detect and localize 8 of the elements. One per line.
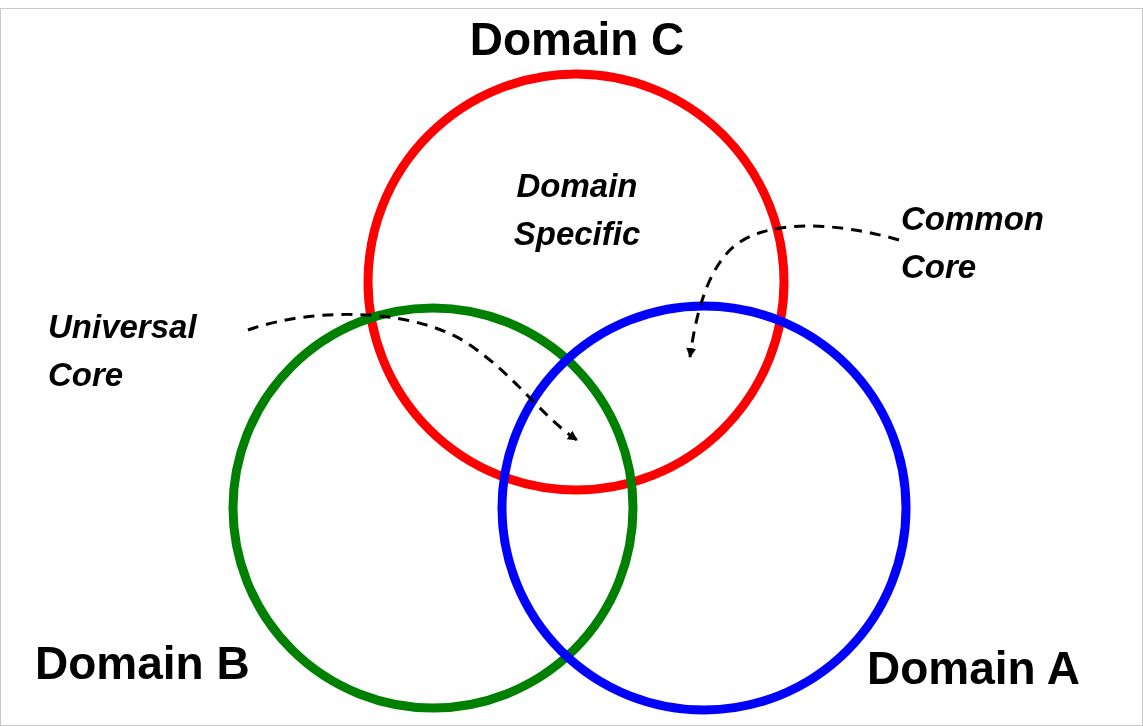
domain-title: Domain B xyxy=(35,638,250,689)
region-label: Domain Specific xyxy=(512,166,642,254)
domain-title: Domain C xyxy=(468,14,686,65)
domain-title: Domain A xyxy=(867,643,1080,694)
leader-arrow xyxy=(686,224,900,358)
region-label: Common Core xyxy=(901,199,1045,287)
region-label: Universal Core xyxy=(48,307,199,395)
leader-arrow xyxy=(247,312,578,442)
